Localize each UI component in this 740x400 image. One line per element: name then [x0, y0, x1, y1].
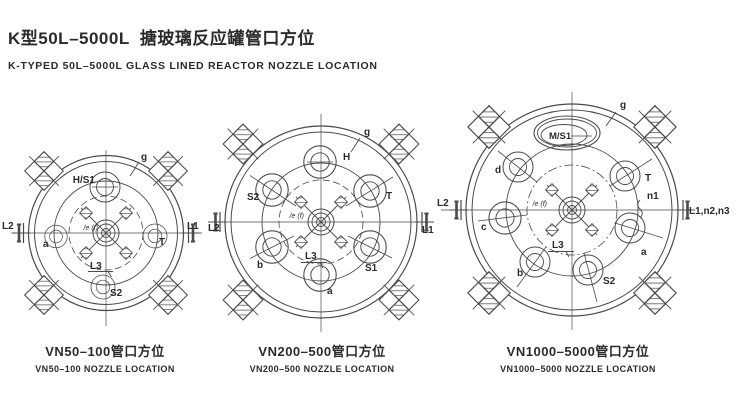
- centerlines: [12, 150, 202, 326]
- nozzle-label-n1: n1: [647, 191, 659, 202]
- caption-cn: VN200–500管口方位: [258, 344, 386, 359]
- nozzles: [488, 151, 646, 286]
- nozzle-label-upper-right: T: [645, 173, 651, 184]
- page-subtitle: K-TYPED 50L–5000L GLASS LINED REACTOR NO…: [8, 60, 378, 72]
- manhole-label: M/S1: [549, 131, 572, 142]
- vn200-500-diagram: H S2 T b S1 a L3 g /e (f) L2 L1: [205, 112, 440, 332]
- nozzle-label-bottom: S2: [110, 288, 123, 299]
- manhole: [533, 115, 601, 151]
- leader-lines: [548, 111, 643, 258]
- vn1000-5000-diagram: M/S1 d T c a b S2 L3 g n1 /e (f) L2 L1,n…: [437, 92, 730, 330]
- flange-l2: [449, 200, 468, 220]
- nozzle-label-upper-left: d: [495, 165, 501, 176]
- leader-lines: [88, 161, 140, 278]
- nozzle-label-center: /e (f): [83, 225, 98, 232]
- nozzle-section-lines: [477, 150, 664, 303]
- nozzle-label-right: T: [159, 237, 165, 248]
- nozzle-label-g: g: [141, 152, 147, 163]
- caption-cn: VN1000–5000管口方位: [506, 344, 650, 359]
- nozzle-label-l3: L3: [90, 261, 102, 272]
- leader-lines: [301, 137, 361, 269]
- nozzle-label-lower-left: b: [517, 268, 523, 279]
- nozzle-label-l3: L3: [305, 251, 317, 262]
- nozzle-label-top: H/S1: [73, 175, 96, 186]
- flange-label-l1: L1: [187, 221, 199, 232]
- nozzle-label-lower-right: S2: [603, 276, 616, 287]
- nozzle-label-lower-left: b: [257, 260, 263, 271]
- nozzle-label-center: /e (f): [289, 213, 304, 220]
- caption-vn50-100: VN50–100管口方位 VN50–100 NOZZLE LOCATION: [5, 341, 205, 374]
- flange-label-l2: L2: [208, 223, 220, 234]
- nozzle-label-top: H: [343, 152, 350, 163]
- nozzle-label-g: g: [364, 127, 370, 138]
- flange-label-l1: L1,n2,n3: [689, 206, 730, 217]
- flange-l2: [12, 223, 31, 243]
- page-title: K型50L–5000L 搪玻璃反应罐管口方位: [8, 29, 315, 48]
- nozzle-label-left: a: [43, 239, 49, 250]
- nozzle-label-center: /e (f): [532, 201, 547, 208]
- flange-label-l1: L1: [422, 225, 434, 236]
- nozzle-label-l3: L3: [552, 240, 564, 251]
- flange-label-l2: L2: [437, 198, 449, 209]
- caption-en: VN200–500 NOZZLE LOCATION: [249, 364, 395, 374]
- caption-vn200-500: VN200–500管口方位 VN200–500 NOZZLE LOCATION: [222, 341, 422, 374]
- nozzle-label-left: c: [481, 222, 487, 233]
- nozzle-section-lines: [249, 161, 394, 259]
- nozzle-label-right: a: [641, 247, 647, 258]
- caption-cn: VN50–100管口方位: [45, 344, 165, 359]
- nozzle-label-g: g: [620, 100, 626, 111]
- nozzle-label-bottom: a: [327, 286, 333, 297]
- caption-vn1000-5000: VN1000–5000管口方位 VN1000–5000 NOZZLE LOCAT…: [468, 341, 688, 374]
- nozzle-label-upper-right: T: [386, 191, 392, 202]
- caption-en: VN50–100 NOZZLE LOCATION: [35, 364, 175, 374]
- flange-label-l2: L2: [2, 221, 14, 232]
- nozzle-label-lower-right: S1: [365, 263, 378, 274]
- nozzle-label-upper-left: S2: [247, 192, 260, 203]
- vn50-100-diagram: H/S1 a T S2 L3 g /e (f) L2 L1: [2, 140, 215, 326]
- n1-break-mark: [637, 199, 643, 219]
- nozzles: [44, 171, 168, 300]
- caption-en: VN1000–5000 NOZZLE LOCATION: [500, 364, 656, 374]
